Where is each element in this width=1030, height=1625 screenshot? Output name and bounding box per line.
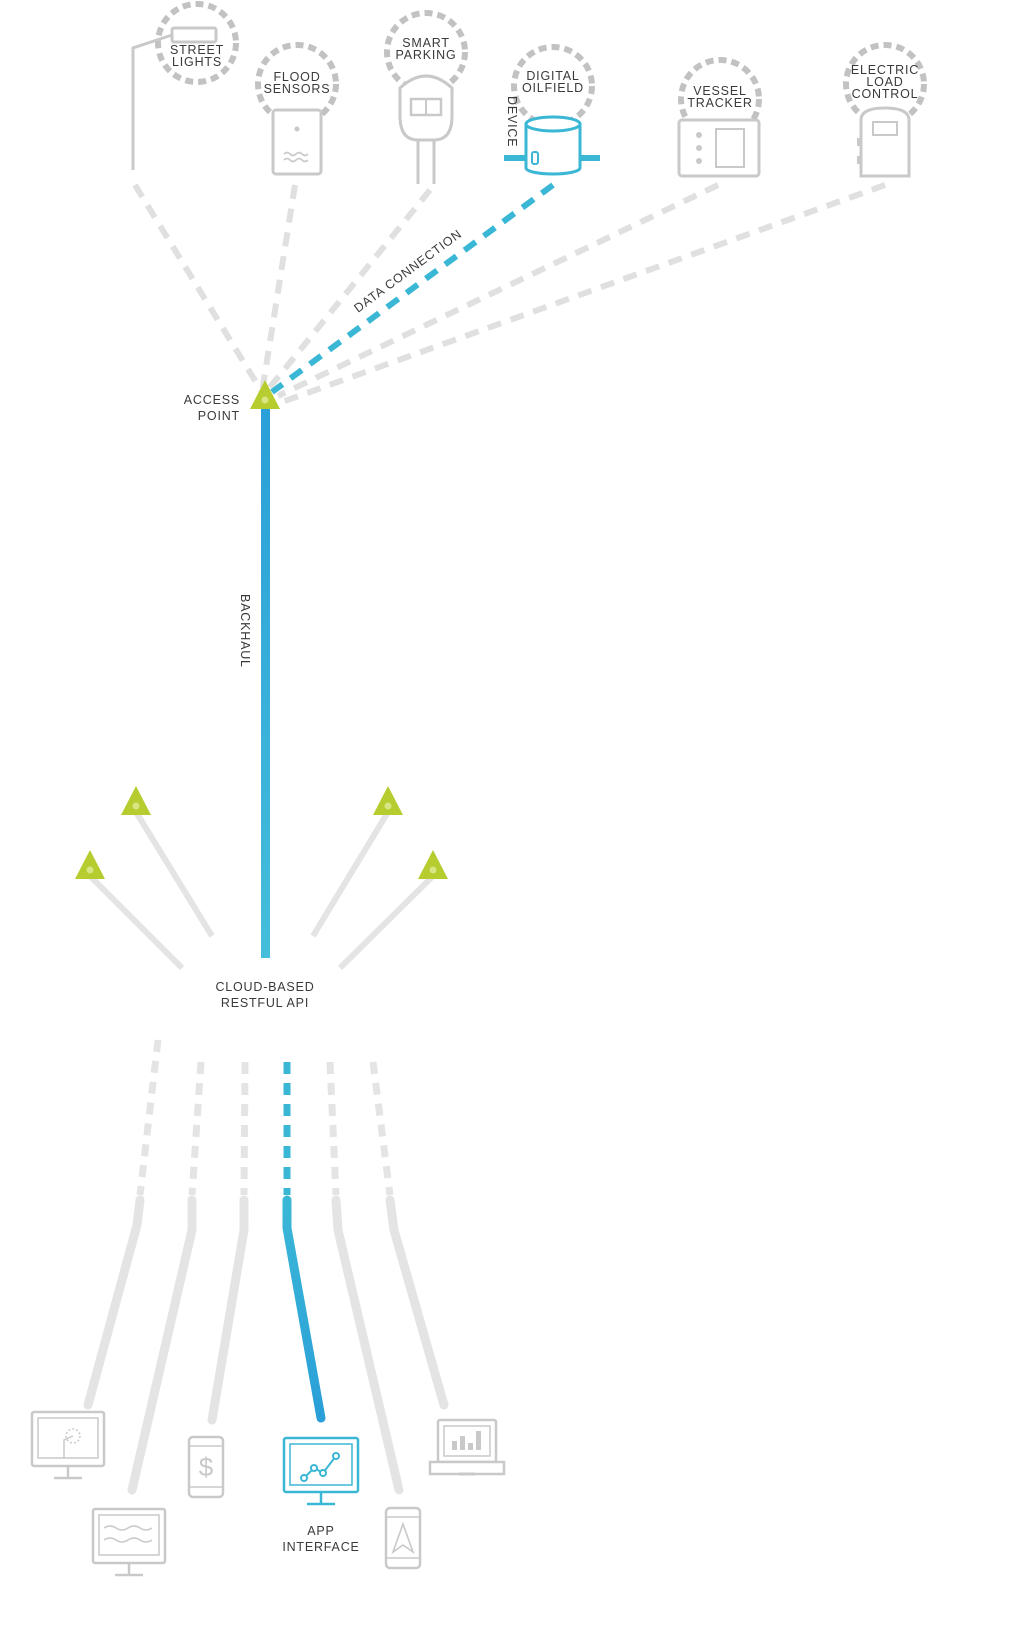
app-interface-connection: [282, 1195, 326, 1423]
laptop-bar-chart-icon: [428, 1418, 506, 1476]
device-label-vertical: DEVICE: [505, 96, 519, 147]
device-vessel-tracker[interactable]: VESSEL TRACKER: [677, 57, 762, 178]
device-flood-sensors[interactable]: FLOOD SENSORS: [255, 42, 339, 176]
app-interface-label-line2: INTERFACE: [282, 1540, 359, 1554]
connection-flood-sensors: [259, 184, 298, 393]
desktop-monitor-icon: [30, 1410, 106, 1480]
smart-parking-label-line1: SMART: [402, 36, 450, 50]
flood-sensors-halo: [255, 42, 339, 126]
digital-oilfield-label-line1: DIGITAL: [526, 69, 579, 83]
client-connections: [83, 1039, 449, 1495]
access-point-label-line1: ACCESS: [184, 393, 240, 407]
digital-oilfield-label-line2: OILFIELD: [522, 81, 584, 95]
street-light-icon: [131, 26, 218, 170]
app-interface-label-line1: APP: [307, 1524, 334, 1538]
street-lights-label-line1: STREET: [170, 43, 224, 57]
electric-load-control-label-line2: LOAD: [866, 75, 903, 89]
access-point-label-line2: POINT: [198, 409, 240, 423]
data-connection-label: DATA CONNECTION: [351, 227, 464, 316]
access-point-icon: [418, 850, 448, 879]
access-point-group: ACCESS POINT BACKHAUL: [184, 380, 280, 958]
phone-dollar-icon: $: [187, 1435, 225, 1499]
connection-smart-parking: [263, 188, 433, 394]
street-lights-label-line2: LIGHTS: [172, 55, 222, 69]
connection-digital-oilfield: [270, 182, 555, 395]
device-street-lights[interactable]: STREET LIGHTS: [131, 1, 239, 170]
device-digital-oilfield[interactable]: DIGITAL OILFIELD DEVICE: [504, 44, 600, 176]
smart-parking-label-line2: PARKING: [396, 48, 457, 62]
client-app-interface[interactable]: APP INTERFACE: [282, 1436, 360, 1554]
cloud-api-label-line1: CLOUD-BASED: [215, 980, 314, 994]
vessel-tracker-label-line1: VESSEL: [693, 84, 746, 98]
client-phone-navigation[interactable]: [384, 1506, 422, 1570]
connection-vessel-tracker: [276, 182, 720, 399]
client-desktop-map[interactable]: [30, 1410, 106, 1480]
parking-meter-icon: [398, 74, 454, 184]
access-point-icon: [373, 786, 403, 815]
cloud-api-label-line2: RESTFUL API: [221, 996, 309, 1010]
flood-sensors-label-line2: SENSORS: [264, 82, 331, 96]
access-point-icon: [121, 786, 151, 815]
client-laptop-bars[interactable]: [428, 1418, 506, 1476]
connection-street-lights: [132, 183, 265, 394]
device-connections: [132, 182, 887, 405]
access-point-icon: [250, 380, 280, 409]
vessel-tracker-halo: [678, 57, 762, 141]
cloud-api: CLOUD-BASED RESTFUL API: [215, 980, 314, 1010]
backhaul-label: BACKHAUL: [238, 594, 252, 668]
app-chart-monitor-icon: [282, 1436, 360, 1506]
desktop-wave-icon: [91, 1507, 167, 1577]
electric-load-control-label-line1: ELECTRIC: [851, 63, 919, 77]
device-electric-load-control[interactable]: ELECTRIC LOAD CONTROL: [843, 42, 927, 178]
flood-sensor-icon: [271, 108, 323, 176]
backhaul-line: [261, 408, 270, 958]
vessel-tracker-label-line2: TRACKER: [687, 96, 752, 110]
street-lights-halo: [155, 1, 239, 85]
svg-text:$: $: [199, 1452, 214, 1482]
digital-oilfield-halo: [511, 44, 595, 128]
other-access-points: [75, 786, 448, 971]
connection-electric-load-control: [280, 182, 887, 405]
phone-navigation-icon: [384, 1506, 422, 1570]
electric-load-control-label-line3: CONTROL: [852, 87, 919, 101]
smart-parking-halo: [384, 10, 468, 94]
access-point-icon: [75, 850, 105, 879]
client-desktop-wave[interactable]: [91, 1507, 167, 1577]
tracker-box-icon: [677, 118, 761, 178]
oil-tank-icon: [504, 115, 600, 176]
client-phone-dollar[interactable]: $: [187, 1435, 225, 1499]
flood-sensors-label-line1: FLOOD: [273, 70, 320, 84]
electric-load-control-halo: [843, 42, 927, 126]
load-control-box-icon: [857, 106, 911, 178]
device-smart-parking[interactable]: SMART PARKING: [384, 10, 468, 184]
